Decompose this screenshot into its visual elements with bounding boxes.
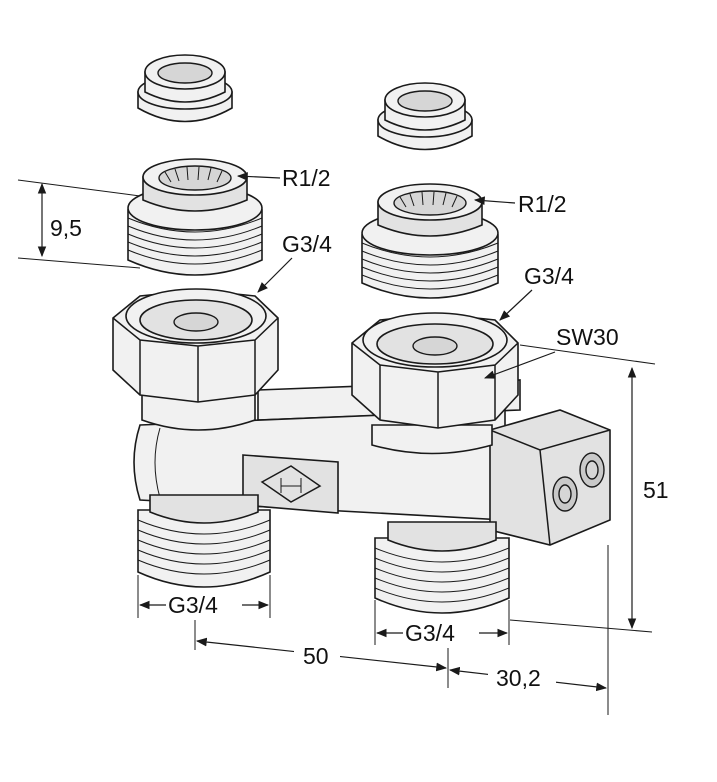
dim-thread-length: 9,5	[50, 215, 82, 241]
logo-mark	[260, 465, 322, 503]
labels: R1/2 R1/2 G3/4 G3/4 SW30 G3/4 G3/4 9,5 5…	[50, 165, 669, 694]
union-nut-right	[351, 312, 519, 455]
dim-offset: 30,2	[496, 665, 541, 691]
seal-ring-left	[137, 54, 233, 123]
union-nut-left	[112, 288, 279, 431]
label-r12-left: R1/2	[282, 165, 331, 191]
label-g34-left-top: G3/4	[282, 231, 332, 257]
outlet-right	[374, 521, 510, 614]
seal-ring-right	[377, 82, 473, 151]
label-g34-left-bottom: G3/4	[168, 592, 218, 618]
label-g34-right-bottom: G3/4	[405, 620, 455, 646]
label-g34-right-top: G3/4	[524, 263, 574, 289]
dim-spacing: 50	[303, 643, 329, 669]
adapter-right	[361, 183, 499, 299]
label-r12-right: R1/2	[518, 191, 567, 217]
adapter-left	[127, 158, 263, 276]
leader-lines	[236, 172, 556, 379]
outlet-left	[137, 494, 271, 588]
dim-height: 51	[643, 477, 669, 503]
label-sw30: SW30	[556, 324, 619, 350]
